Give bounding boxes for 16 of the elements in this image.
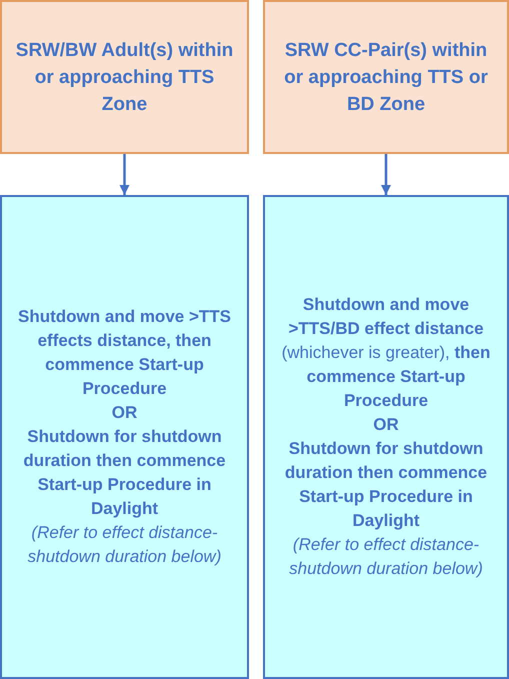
- condition-text: SRW/BW Adult(s) within or approaching TTS Zone: [14, 38, 234, 116]
- arrow: [120, 154, 130, 195]
- condition-box: [263, 0, 509, 154]
- action-box: [0, 195, 249, 679]
- instruction-text: Shutdown and move >TTS effects distance, then commence Start-up Procedure: [17, 306, 232, 400]
- instruction-text: OR: [373, 414, 399, 436]
- instruction-text: (Refer to effect distance-shutdown duration below): [288, 534, 484, 580]
- action-box: [263, 195, 509, 679]
- arrow: [381, 154, 391, 195]
- instruction-text: (Refer to effect distance-shutdown duration below): [26, 522, 222, 568]
- instruction-text: Shutdown for shutdown duration then commence Start-up Procedure in Daylight: [284, 438, 488, 532]
- condition-box: [0, 0, 249, 154]
- instruction-text: Shutdown for shutdown duration then commence Start-up Procedure in Daylight: [22, 426, 227, 520]
- condition-text: SRW CC-Pair(s) within or approaching TTS or BD Zone: [283, 38, 489, 116]
- instruction-text: Shutdown and move >TTS/BD effect distance (whichever is greater), then commence Start-up Procedure: [280, 294, 492, 412]
- instruction-text: OR: [112, 402, 138, 424]
